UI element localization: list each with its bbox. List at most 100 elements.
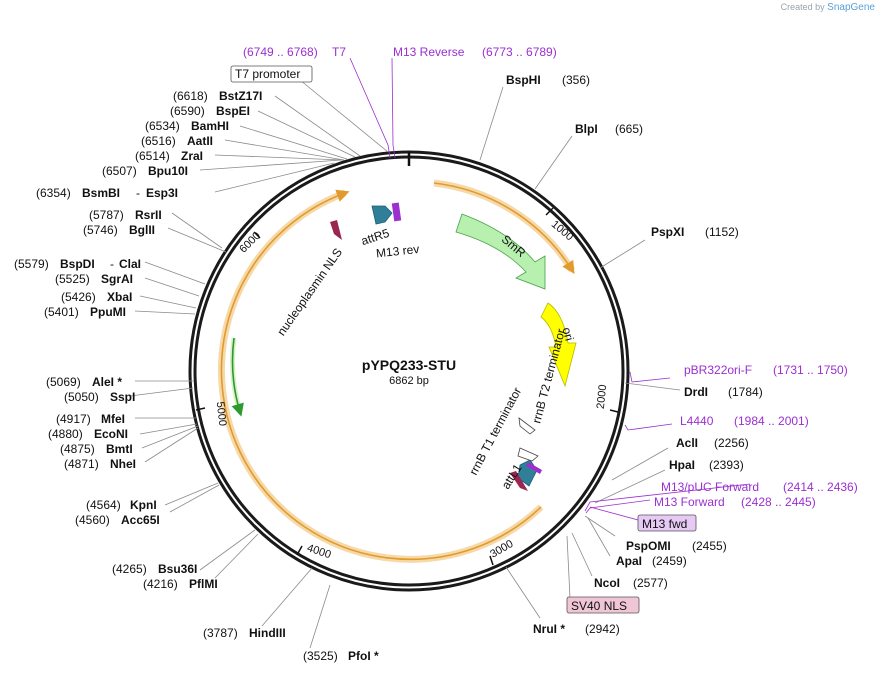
enzyme-bspei: BspEI <box>216 104 250 118</box>
pos-bsu36i: (4265) <box>112 562 147 576</box>
primer-pos-m13reverse: (6773 .. 6789) <box>482 45 557 59</box>
right-leaders <box>479 86 751 619</box>
enzyme-kpni: KpnI <box>130 498 157 512</box>
enzyme-sspi: SspI <box>110 390 135 404</box>
enzyme-zrai: ZraI <box>181 149 203 163</box>
pos-bsphi: (356) <box>562 73 590 87</box>
enzyme-pspxi: PspXI <box>651 225 684 239</box>
enzyme-hindiii: HindIII <box>249 626 286 640</box>
primer-pos-pbr322: (1731 .. 1750) <box>773 363 848 377</box>
pos-hpai: (2393) <box>709 458 744 472</box>
pos-bpu10i: (6507) <box>102 164 137 178</box>
enzyme-clai: ClaI <box>119 257 141 271</box>
enzyme-econi: EcoNI <box>94 427 128 441</box>
leader-pflmi <box>214 533 259 579</box>
leader-zrai <box>214 154 344 161</box>
primer-t7: T7 <box>332 45 346 59</box>
pos-kpni: (4564) <box>86 498 121 512</box>
leader-t7 <box>349 57 391 159</box>
leader-drdi <box>624 382 681 391</box>
enzyme-bspdi: BspDI <box>60 257 95 271</box>
left-leaders <box>129 57 396 649</box>
tick-label-4000: 4000 <box>305 542 332 561</box>
leader-sv40 <box>566 535 571 599</box>
leader-pspxi <box>599 239 646 269</box>
ori-arrow <box>540 302 577 388</box>
pos-drdi: (1784) <box>728 385 763 399</box>
sv40-nls-arrow <box>510 471 528 491</box>
pos-rsrii: (5787) <box>89 208 124 222</box>
enzyme-pflmi: PflMI <box>189 577 218 591</box>
pos-blpi: (665) <box>615 122 643 136</box>
pos-bamhi: (6534) <box>145 119 180 133</box>
primer-m13puc: M13/pUC Forward <box>661 480 759 494</box>
primer-pos-m13puc: (2414 .. 2436) <box>783 480 858 494</box>
leader-rsrii <box>171 212 223 249</box>
pos-pflmi: (4216) <box>143 577 178 591</box>
leader-bspdi <box>144 261 206 285</box>
t7-promoter-label: T7 promoter <box>235 67 300 81</box>
enzyme-pfoi: PfoI * <box>348 649 379 663</box>
enzyme-rsrii: RsrII <box>135 208 162 222</box>
leader-bsphi <box>479 86 504 161</box>
right-labels: BspHI (356) BlpI (665) PspXI (1152) pBR3… <box>506 73 858 636</box>
pos-pspxi: (1152) <box>705 225 739 239</box>
pos-econi: (4880) <box>48 427 83 441</box>
insert-arcs <box>218 179 575 563</box>
primer-m13reverse: M13 Reverse <box>393 45 465 59</box>
pos-bglii: (5746) <box>83 223 118 237</box>
leader-pfoi <box>309 584 331 649</box>
enzyme-bamhi: BamHI <box>191 119 229 133</box>
sv40-box <box>566 596 640 614</box>
enzyme-apai: ApaI <box>616 554 642 568</box>
enzyme-sgrai: SgrAI <box>101 272 133 286</box>
pos-ncoi: (2577) <box>633 576 668 590</box>
leader-l4440 <box>624 423 673 431</box>
leader-ppumi <box>134 310 196 315</box>
leader-sgrai <box>144 277 200 297</box>
leader-apai <box>587 517 611 557</box>
t7-promoter-box <box>230 65 313 83</box>
enzyme-mfei: MfeI <box>101 412 125 426</box>
enzyme-esp3i: Esp3I <box>146 186 178 200</box>
leader-bspei <box>257 110 356 158</box>
pos-nhei: (4871) <box>64 457 99 471</box>
primer-pos-l4440: (1984 .. 2001) <box>734 414 809 428</box>
leader-bsmbi <box>214 162 335 193</box>
arc-green <box>231 337 244 417</box>
enzyme-xbai: XbaI <box>107 290 132 304</box>
leader-pspomi <box>584 515 616 537</box>
ori-label: ori <box>559 326 576 343</box>
leader-nrui <box>505 566 541 619</box>
tick-label-5000: 5000 <box>214 401 228 427</box>
pos-sgrai: (5525) <box>55 272 90 286</box>
tick-label-2000: 2000 <box>595 384 609 410</box>
m13rev-feature <box>391 202 402 222</box>
pos-pfoi: (3525) <box>303 649 338 663</box>
leader-ncoi <box>571 532 593 577</box>
primer-pos-m13fwd: (2428 .. 2445) <box>741 495 816 509</box>
plasmid-name: pYPQ233-STU <box>362 357 456 373</box>
enzyme-blpi: BlpI <box>575 122 598 136</box>
bspdi-separator: - <box>110 257 114 271</box>
pos-sspi: (5050) <box>64 390 99 404</box>
smr-arrow <box>455 213 546 290</box>
pos-bspei: (6590) <box>170 104 205 118</box>
tick-mark-6000 <box>253 231 261 239</box>
arc-left <box>220 189 542 561</box>
attr5-arrow <box>371 205 393 225</box>
enzyme-bsmbi: BsmBI <box>82 186 120 200</box>
snapgene-credit: Created by SnapGene <box>781 2 875 13</box>
enzyme-acli: AclI <box>676 436 698 450</box>
pos-alei: (5069) <box>46 375 81 389</box>
enzyme-bsphi: BspHI <box>506 73 541 87</box>
tick-mark-5000 <box>195 407 206 411</box>
rrnb-t1-arrow <box>517 447 539 462</box>
tick-mark-3000 <box>489 555 494 566</box>
enzyme-bglii: BglII <box>129 223 155 237</box>
leader-hpai <box>594 469 666 504</box>
enzyme-aatii: AatII <box>187 134 213 148</box>
primer-m13fwd: M13 Forward <box>654 495 725 509</box>
primer-l4440: L4440 <box>680 414 714 428</box>
